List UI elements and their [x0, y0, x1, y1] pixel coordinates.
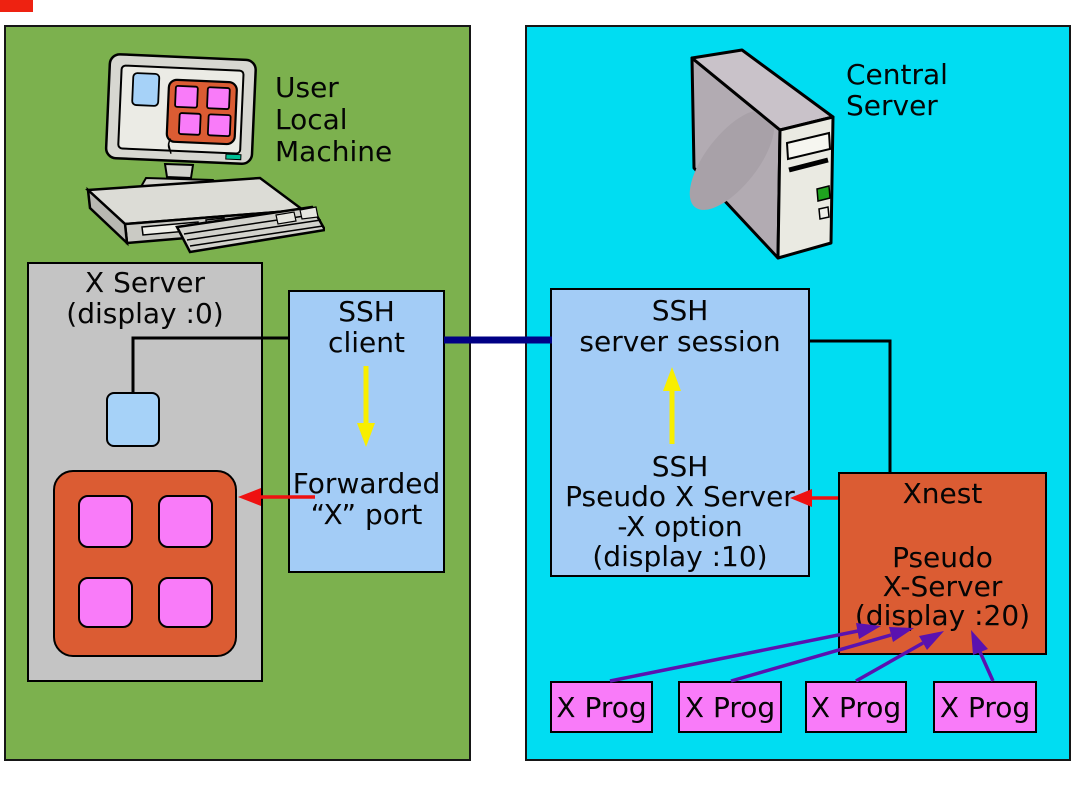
keyboard-icon — [175, 205, 325, 254]
server-tower-illustration — [689, 48, 835, 260]
label-line: X-Server — [882, 570, 1003, 603]
label-line: (display :20) — [854, 599, 1031, 632]
x-window-square — [158, 495, 213, 548]
monitor-icon — [104, 53, 257, 165]
x-prog-box-2: X Prog — [678, 681, 782, 733]
label-line: SSH — [338, 295, 395, 328]
label-line: Pseudo — [892, 541, 993, 574]
label-line: (display :10) — [592, 540, 768, 573]
label-line: SSH — [651, 294, 709, 327]
power-button — [816, 185, 831, 202]
xnest-box: Xnest Pseudo X-Server (display :20) — [838, 472, 1047, 655]
mini-blue-window — [131, 72, 161, 107]
ssh-server-session-box: SSH server session SSH Pseudo X Server -… — [550, 288, 810, 577]
label-line: Pseudo X Server — [565, 480, 795, 513]
x-prog-box-4: X Prog — [933, 681, 1037, 733]
drive-bay — [785, 131, 832, 161]
user-local-machine-label: User Local Machine — [275, 72, 392, 168]
label-line: server session — [579, 325, 781, 358]
central-server-label: Central Server — [846, 59, 948, 121]
label-line: -X option — [617, 510, 743, 543]
x-prog-box-1: X Prog — [550, 681, 653, 733]
label-line: “X” port — [310, 498, 423, 531]
xnest-pseudo-label: Pseudo X-Server (display :20) — [840, 543, 1045, 630]
x-window-square — [158, 577, 213, 628]
label-line: User — [275, 71, 339, 104]
power-led — [225, 153, 242, 161]
label-line: (display :0) — [66, 297, 224, 330]
ssh-client-box: SSH client Forwarded “X” port — [288, 290, 445, 573]
label-line: Server — [846, 89, 938, 122]
forwarded-display-container — [53, 470, 237, 657]
forwarded-x-port-label: Forwarded “X” port — [290, 468, 443, 530]
label-line: X Prog — [939, 690, 1031, 724]
pseudo-x-server-label: SSH Pseudo X Server -X option (display :… — [552, 452, 808, 572]
red-corner-mark — [0, 0, 33, 12]
label-line: Machine — [275, 135, 393, 168]
label-line: client — [328, 326, 405, 359]
label-line: X Prog — [810, 690, 902, 724]
x-window-square — [78, 577, 133, 628]
label-line: X Server — [85, 266, 205, 299]
slot — [788, 157, 829, 173]
label-line: Forwarded — [292, 467, 441, 500]
label-line: SSH — [651, 450, 709, 483]
label-line: X Prog — [684, 690, 776, 724]
x-window-square — [78, 495, 133, 548]
label-line: X Prog — [556, 690, 647, 724]
x-prog-box-3: X Prog — [805, 681, 907, 733]
desktop-computer-illustration — [85, 53, 325, 254]
label-line: Central — [846, 58, 948, 91]
label-line: Local — [275, 103, 348, 136]
label-line: Xnest — [902, 477, 983, 510]
x-client-window-square — [106, 392, 160, 447]
